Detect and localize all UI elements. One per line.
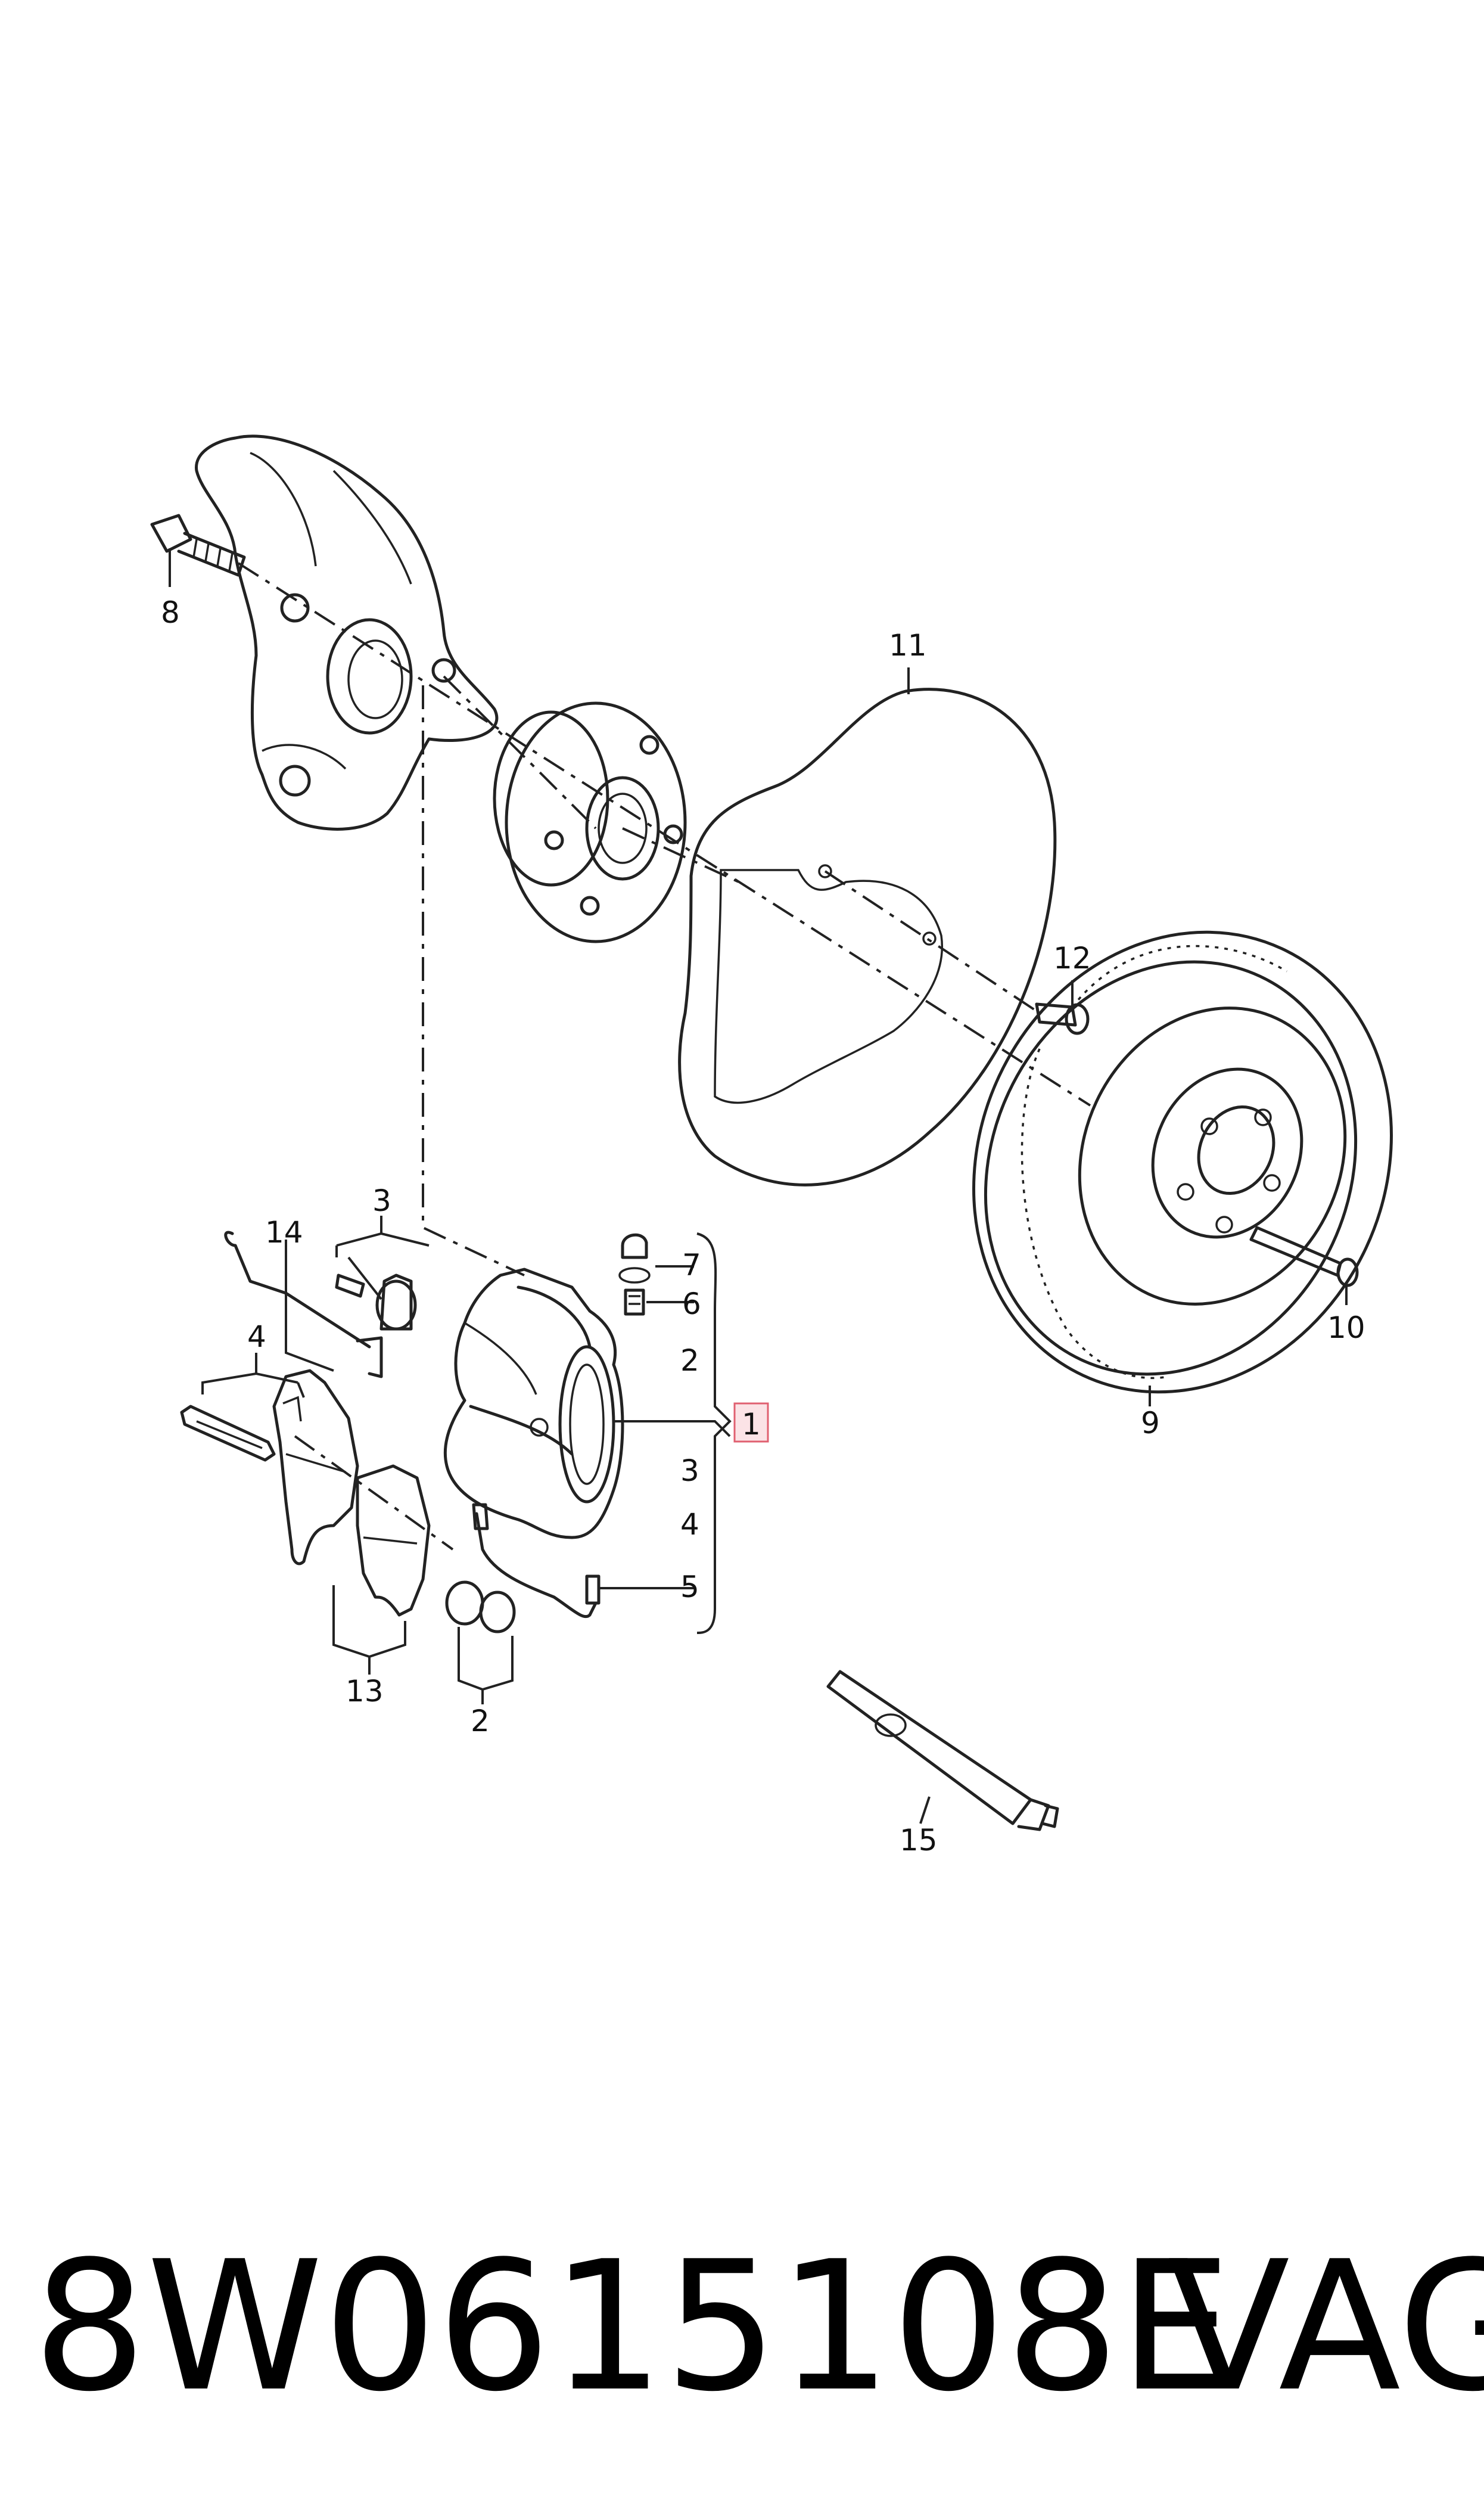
wheel-hub [493,701,687,943]
brake-hose [472,1503,601,1619]
callout-3b: 3 [680,1453,699,1488]
grease-tube [826,1670,1059,1831]
leader-lines [169,548,1348,1824]
brand-name: VAG [1168,2223,1484,2431]
callout-3: 3 [372,1184,391,1218]
callout-9: 9 [1141,1406,1160,1440]
callout-6: 6 [682,1287,701,1321]
bolt-8 [150,514,246,577]
footer: 8W0615108E VAG [33,2223,1484,2431]
callout-12: 12 [1053,941,1091,976]
steering-knuckle [195,434,499,831]
brake-caliper [443,1268,624,1539]
wear-sensor [224,1231,383,1378]
bleeder-valve [618,1233,651,1316]
guide-pin-3 [335,1274,417,1331]
callout-15: 15 [900,1823,938,1858]
part-number: 8W0615108E [33,2223,1233,2431]
callout-7: 7 [682,1248,701,1282]
callout-13: 13 [346,1674,384,1709]
assembly-lines [237,562,1091,1551]
callout-labels: 8 11 12 10 9 3 14 4 7 6 2 1 3 4 5 13 2 1… [161,595,1365,1858]
highlight-box-1 [733,1402,769,1443]
brake-pads [272,1369,431,1617]
anti-rattle-spring [180,1396,302,1462]
bolt-10 [1249,1226,1359,1287]
callout-14: 14 [265,1215,303,1250]
callout-11: 11 [889,628,927,663]
callout-4b: 4 [680,1507,699,1542]
brake-disc [972,930,1393,1394]
callout-5: 5 [680,1570,699,1604]
callout-1: 1 [742,1407,761,1442]
callout-4: 4 [247,1319,266,1354]
callout-2b: 2 [471,1704,490,1738]
callout-8: 8 [161,595,180,630]
callout-2: 2 [680,1343,699,1378]
callout-10: 10 [1327,1310,1365,1345]
seal-rings [445,1580,516,1633]
dust-shield [678,688,1057,1186]
